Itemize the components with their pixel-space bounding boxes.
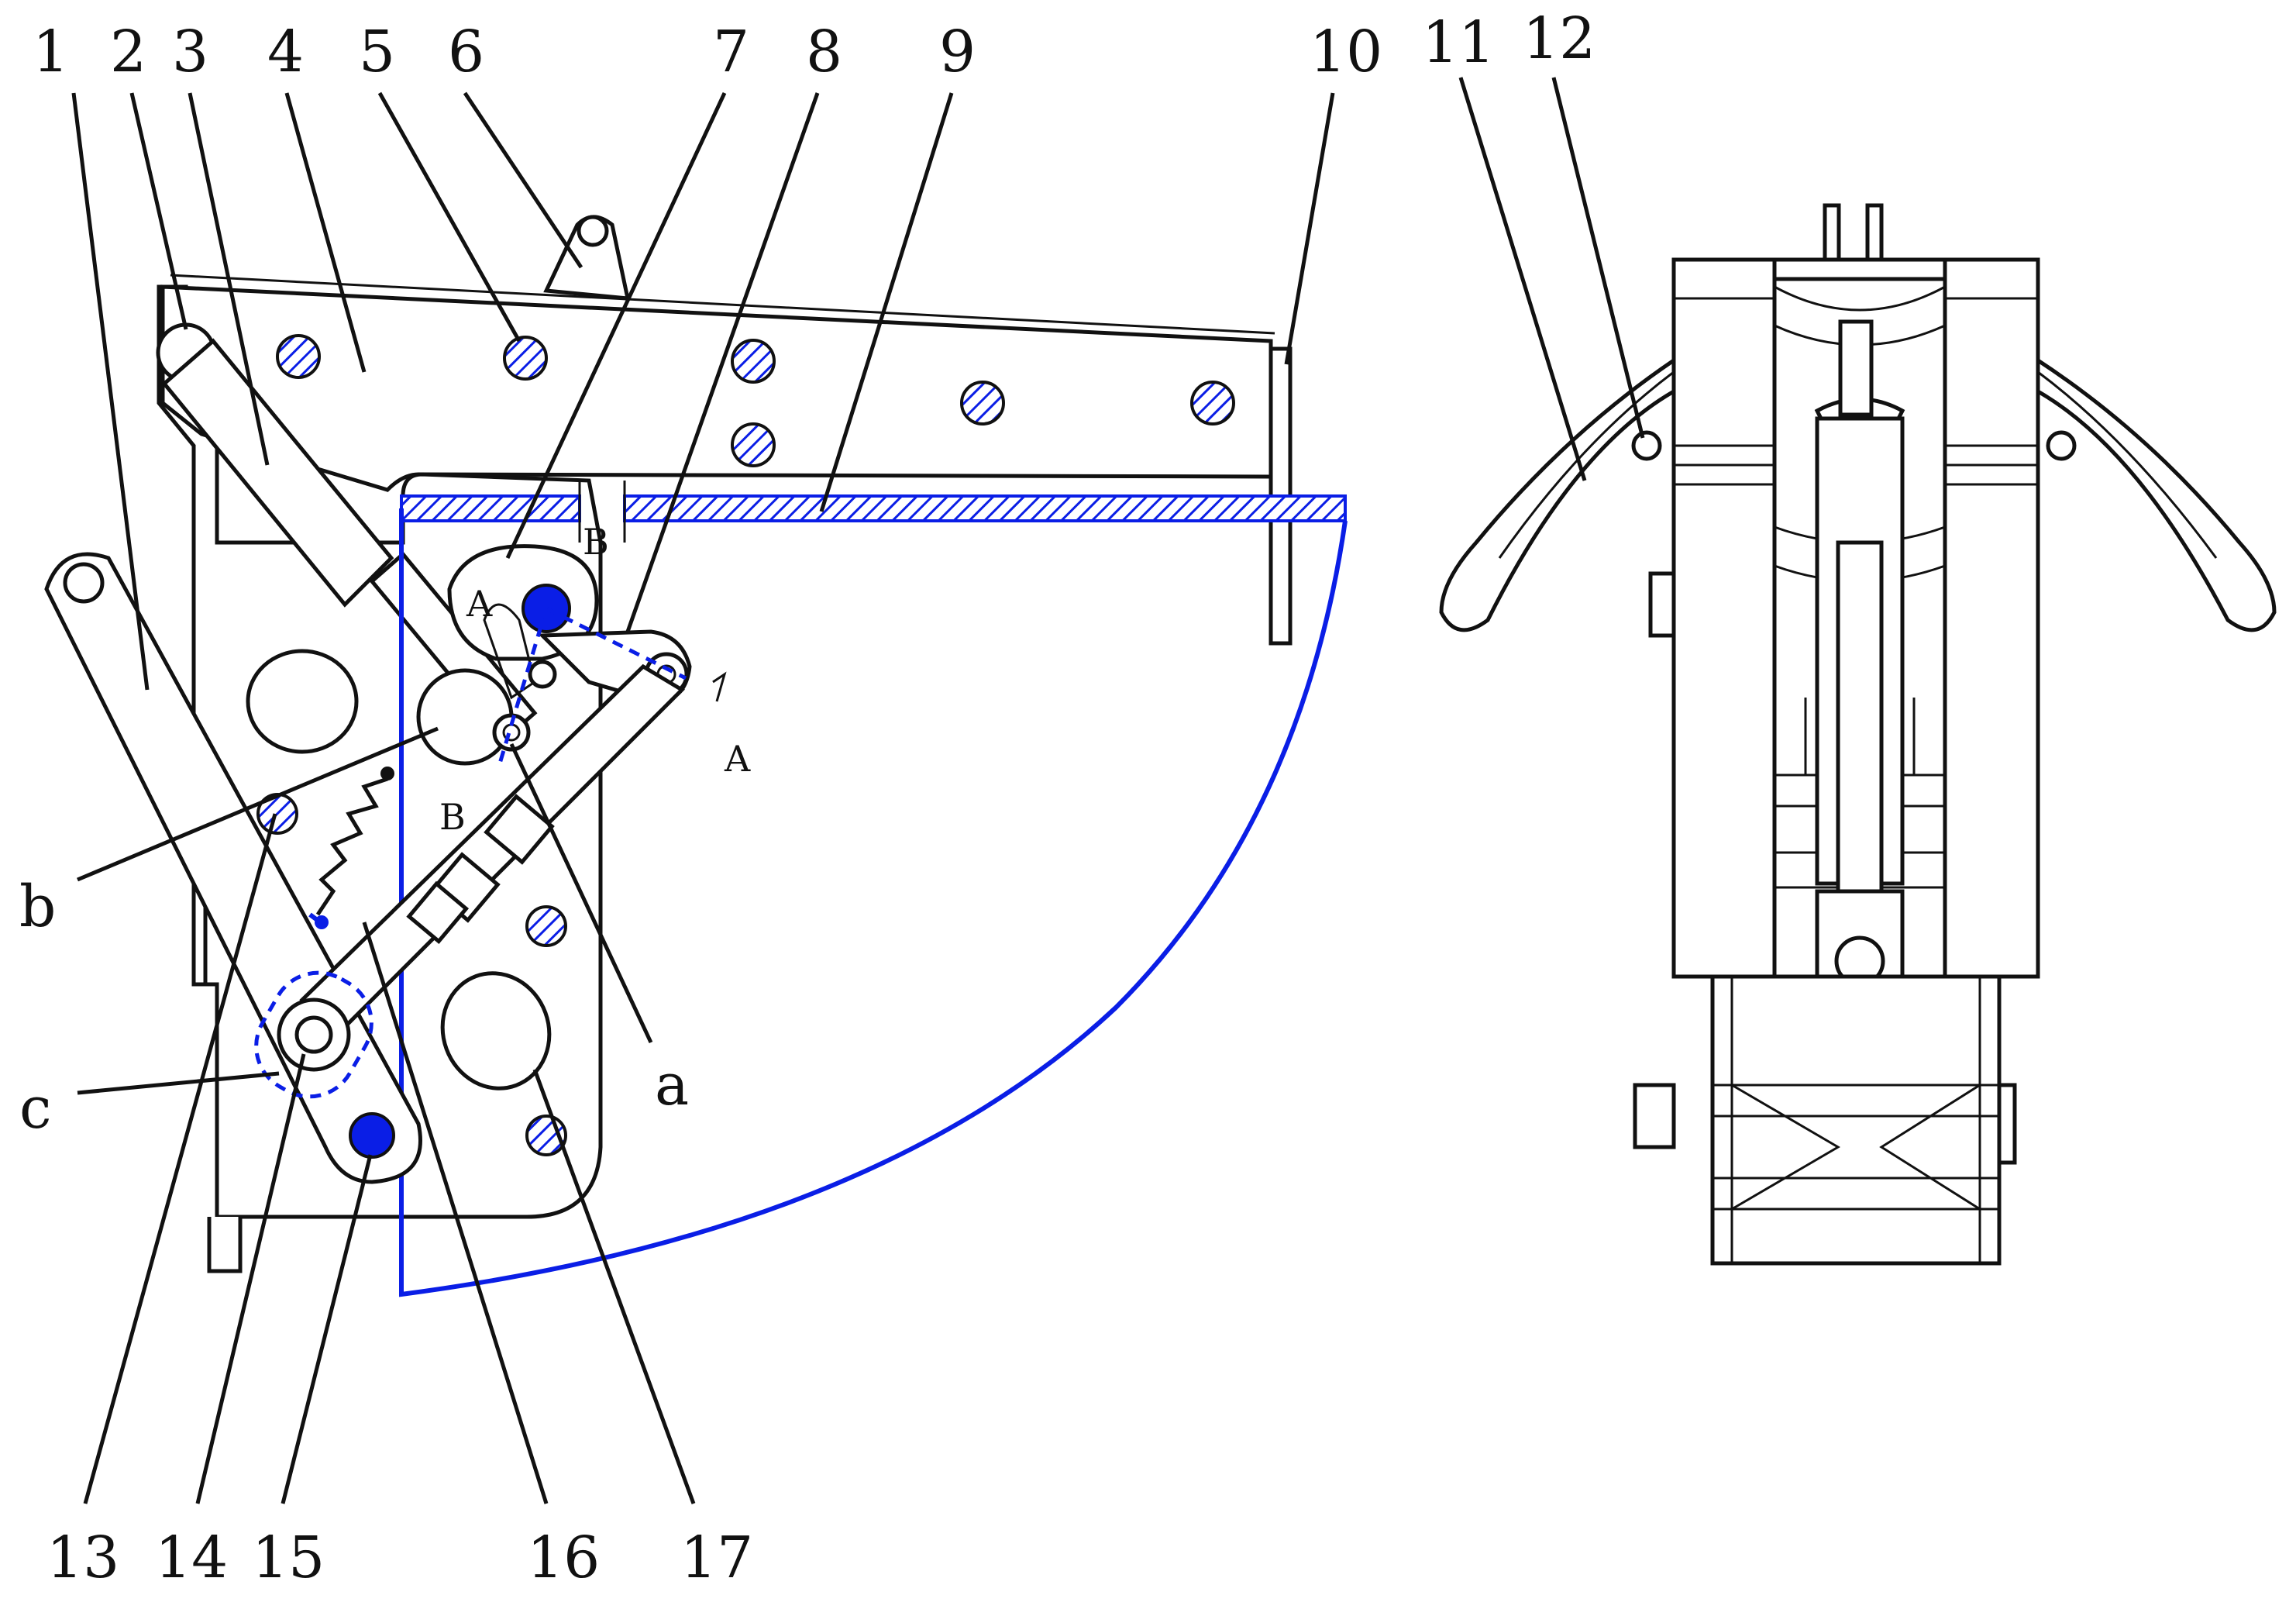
callout-4: 4 [267,19,304,85]
callout-7: 7 [713,19,749,85]
section-line-a [545,606,687,680]
label-c-left: c [19,1075,51,1142]
wing-hole-right [2046,430,2077,461]
pin-icon [1190,381,1235,426]
label-a-right: A [724,738,751,780]
label-a-upper: A [466,583,493,625]
lifting-lug-hole [577,215,609,247]
oval-slot [246,649,359,754]
callout-12: 12 [1523,5,1595,72]
lower-frame [1710,974,2002,1266]
upper-arm [160,284,1273,492]
callout-3: 3 [172,19,208,85]
right-block [1943,257,2040,979]
rod-nut [406,880,470,945]
callout-9: 9 [939,19,976,85]
frame-base [207,1217,243,1273]
leader-lines [71,91,1335,1504]
label-b-left: b [19,873,56,940]
label-b-lower: B [439,796,466,838]
cam-disc-b [416,668,514,766]
pivot-pin-bottom [349,1112,395,1159]
pin-icon [503,336,548,381]
pin-c-inner [294,1015,333,1054]
pin-c-highlight [254,970,373,1099]
pin-icon [276,334,321,379]
right-wing [2036,357,2277,632]
callout-1: 1 [33,19,69,85]
arm-pins [276,334,1235,467]
callout-6: 6 [448,19,484,85]
bucket-outline [399,508,1348,1297]
pin-icon [731,422,776,467]
callout-10: 10 [1310,19,1382,85]
oval-slot [440,971,552,1090]
hatched-bar-left [400,494,581,522]
callout-14: 14 [155,1525,228,1591]
side-view: 1 2 3 4 5 6 7 8 9 10 13 14 15 16 17 A A … [19,19,1382,1591]
callout-2: 2 [110,19,146,85]
pin-icon [731,339,776,384]
tension-spring [315,777,388,916]
rod-nut [484,794,555,865]
callout-17: 17 [680,1525,753,1591]
hatched-bar-right [623,494,1347,522]
wing-hole-left [1631,430,1662,461]
cylinder-link [161,338,394,608]
pin-icon [960,381,1005,426]
callout-11: 11 [1422,9,1495,76]
callout-13: 13 [46,1525,119,1591]
pin-icon [525,905,567,947]
callout-5: 5 [359,19,395,85]
label-b-upper: B [583,521,609,563]
callout-15: 15 [252,1525,325,1591]
label-a-lower: a [655,1052,689,1118]
front-view: 11 12 [1422,5,2277,1266]
callout-8: 8 [806,19,842,85]
left-block [1671,257,1777,979]
callout-16: 16 [527,1525,600,1591]
section-line-b [497,608,549,764]
